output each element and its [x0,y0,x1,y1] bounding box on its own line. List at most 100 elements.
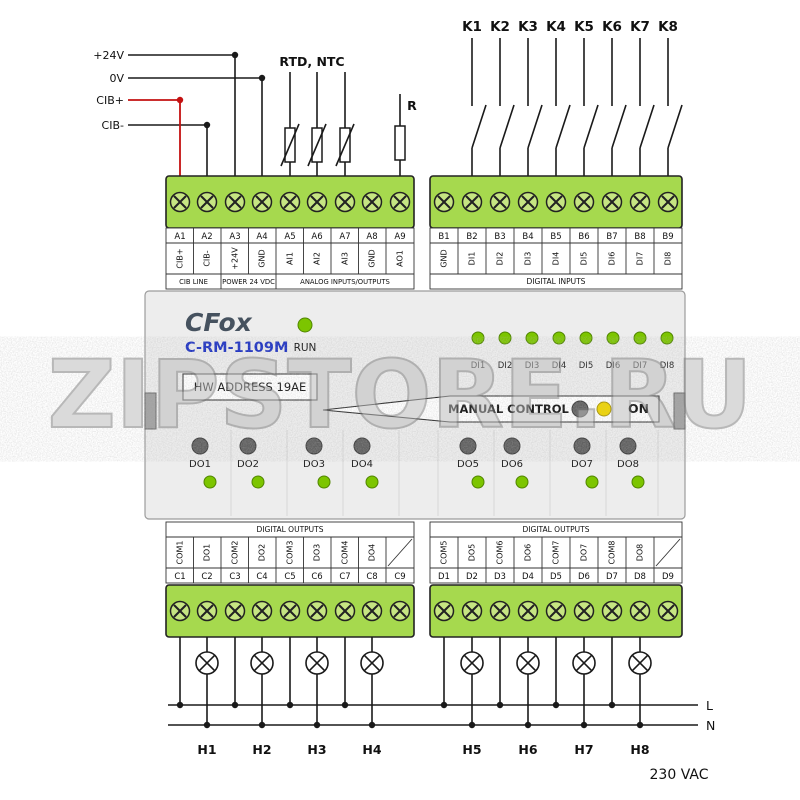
mains-voltage-label: 230 VAC [650,767,709,783]
terminal-signal: DI8 [664,252,673,266]
digital-input-switches: K1 K2 K3 K4 K5 K6 K7 K8 [462,19,683,176]
k-switch-contacts [471,38,683,176]
terminal-number: B7 [606,232,617,242]
screw-terminal-icon [251,600,273,622]
lamp-label: H4 [362,742,381,757]
terminal-number: D6 [578,572,590,582]
terminal-signal: COM2 [231,541,240,565]
terminal-strip-a: A1 A2 A3 A4 A5 A6 A7 A8 A9 CIB+ CIB- +24… [165,227,415,290]
do-label: DO8 [617,459,639,470]
lamp-icon [250,651,274,675]
terminal-signal: DO1 [203,544,212,562]
do-led [515,475,529,489]
terminal-signal: AO1 [396,250,405,267]
screw-terminal-icon [433,600,455,622]
terminal-number: D4 [522,572,534,582]
lamp-drop-wires [206,637,641,725]
screw-terminal-icon [573,600,595,622]
terminal-number: C1 [174,572,185,582]
watermark-noise-band [0,347,800,451]
screw-terminal-icon [489,191,511,213]
terminal-number: B1 [438,232,449,242]
terminal-number: C7 [339,572,350,582]
terminal-signal: DO4 [368,544,377,562]
do-led [317,475,331,489]
terminal-number: D7 [606,572,618,582]
group-label-power: POWER 24 VDC [222,278,275,286]
terminal-signal: DI7 [636,252,645,266]
do-led [251,475,265,489]
screw-terminal-icon [279,600,301,622]
load-resistor: R [394,94,417,176]
resistor-label: R [407,98,417,113]
lamp-icon [516,651,540,675]
terminal-signal: COM7 [552,541,561,565]
k-switch-label: K5 [574,19,594,35]
screw-terminal-icon [224,600,246,622]
do-led [631,475,645,489]
brand-logo: CFox [185,308,253,337]
screw-terminal-icon [334,191,356,213]
k-switch-label: K4 [546,19,566,35]
terminal-signal: COM3 [286,541,295,565]
supply-label-cib-minus: CIB- [102,119,124,132]
terminal-block-b [429,175,683,229]
group-label-digital-outputs: DIGITAL OUTPUTS [522,525,589,534]
lamp-label: H6 [518,742,537,757]
terminal-signal: COM4 [341,541,350,565]
group-label-digital-outputs: DIGITAL OUTPUTS [256,525,323,534]
screw-terminal-icon [545,600,567,622]
do-label: DO7 [571,459,593,470]
thermistor-icon [335,71,355,177]
terminal-number: A7 [339,232,350,242]
terminal-number: A6 [311,232,322,242]
lamp-label: H1 [197,742,216,757]
k-switch-label: K1 [462,19,482,35]
terminal-strip-c: DIGITAL OUTPUTS COM1 DO1 COM2 DO2 COM3 D… [165,521,415,584]
terminal-number: C5 [284,572,295,582]
terminal-number: C6 [311,572,322,582]
do-label: DO3 [303,459,325,470]
terminal-signal: CIB- [203,250,212,266]
group-label-digital-inputs: DIGITAL INPUTS [527,277,586,286]
screw-terminal-icon [196,191,218,213]
terminal-signal: DO7 [580,544,589,562]
k-switch-label: K3 [518,19,538,35]
k-switch-label: K6 [602,19,622,35]
thermistor-icon [307,71,327,177]
terminal-signal: DI5 [580,252,589,266]
unused-cell-slash [655,538,681,567]
screw-terminal-icon [334,600,356,622]
terminal-number: B6 [578,232,589,242]
terminal-number: C9 [394,572,405,582]
screw-terminal-icon [629,600,651,622]
terminal-block-a [165,175,415,229]
lamp-label: H2 [252,742,271,757]
terminal-signal: COM8 [608,541,617,565]
terminal-number: A8 [366,232,377,242]
terminal-signal: DI1 [468,252,477,266]
terminal-strip-b: B1 B2 B3 B4 B5 B6 B7 B8 B9 GND DI1 DI2 D… [429,227,683,290]
terminal-number: A1 [174,232,185,242]
terminal-signal: CIB+ [176,248,185,268]
watermark-text: ZIPSTORE.RU [48,341,753,450]
terminal-signal: COM5 [440,541,449,565]
screw-terminal-icon [224,191,246,213]
screw-terminal-icon [461,600,483,622]
terminal-signal: AI2 [313,252,322,265]
screw-terminal-icon [169,600,191,622]
screw-terminal-icon [545,191,567,213]
lamp-icon [305,651,329,675]
terminal-signal: COM6 [496,541,505,565]
di-led [633,331,647,345]
l-line-junction-dots [176,701,616,709]
terminal-signal: AI1 [286,252,295,265]
screw-terminal-icon [629,191,651,213]
n-line-junction-dots [203,721,644,729]
terminal-number: A3 [229,232,240,242]
screw-terminal-icon [196,600,218,622]
do-led [471,475,485,489]
di-led [579,331,593,345]
junction-dot [203,121,211,129]
